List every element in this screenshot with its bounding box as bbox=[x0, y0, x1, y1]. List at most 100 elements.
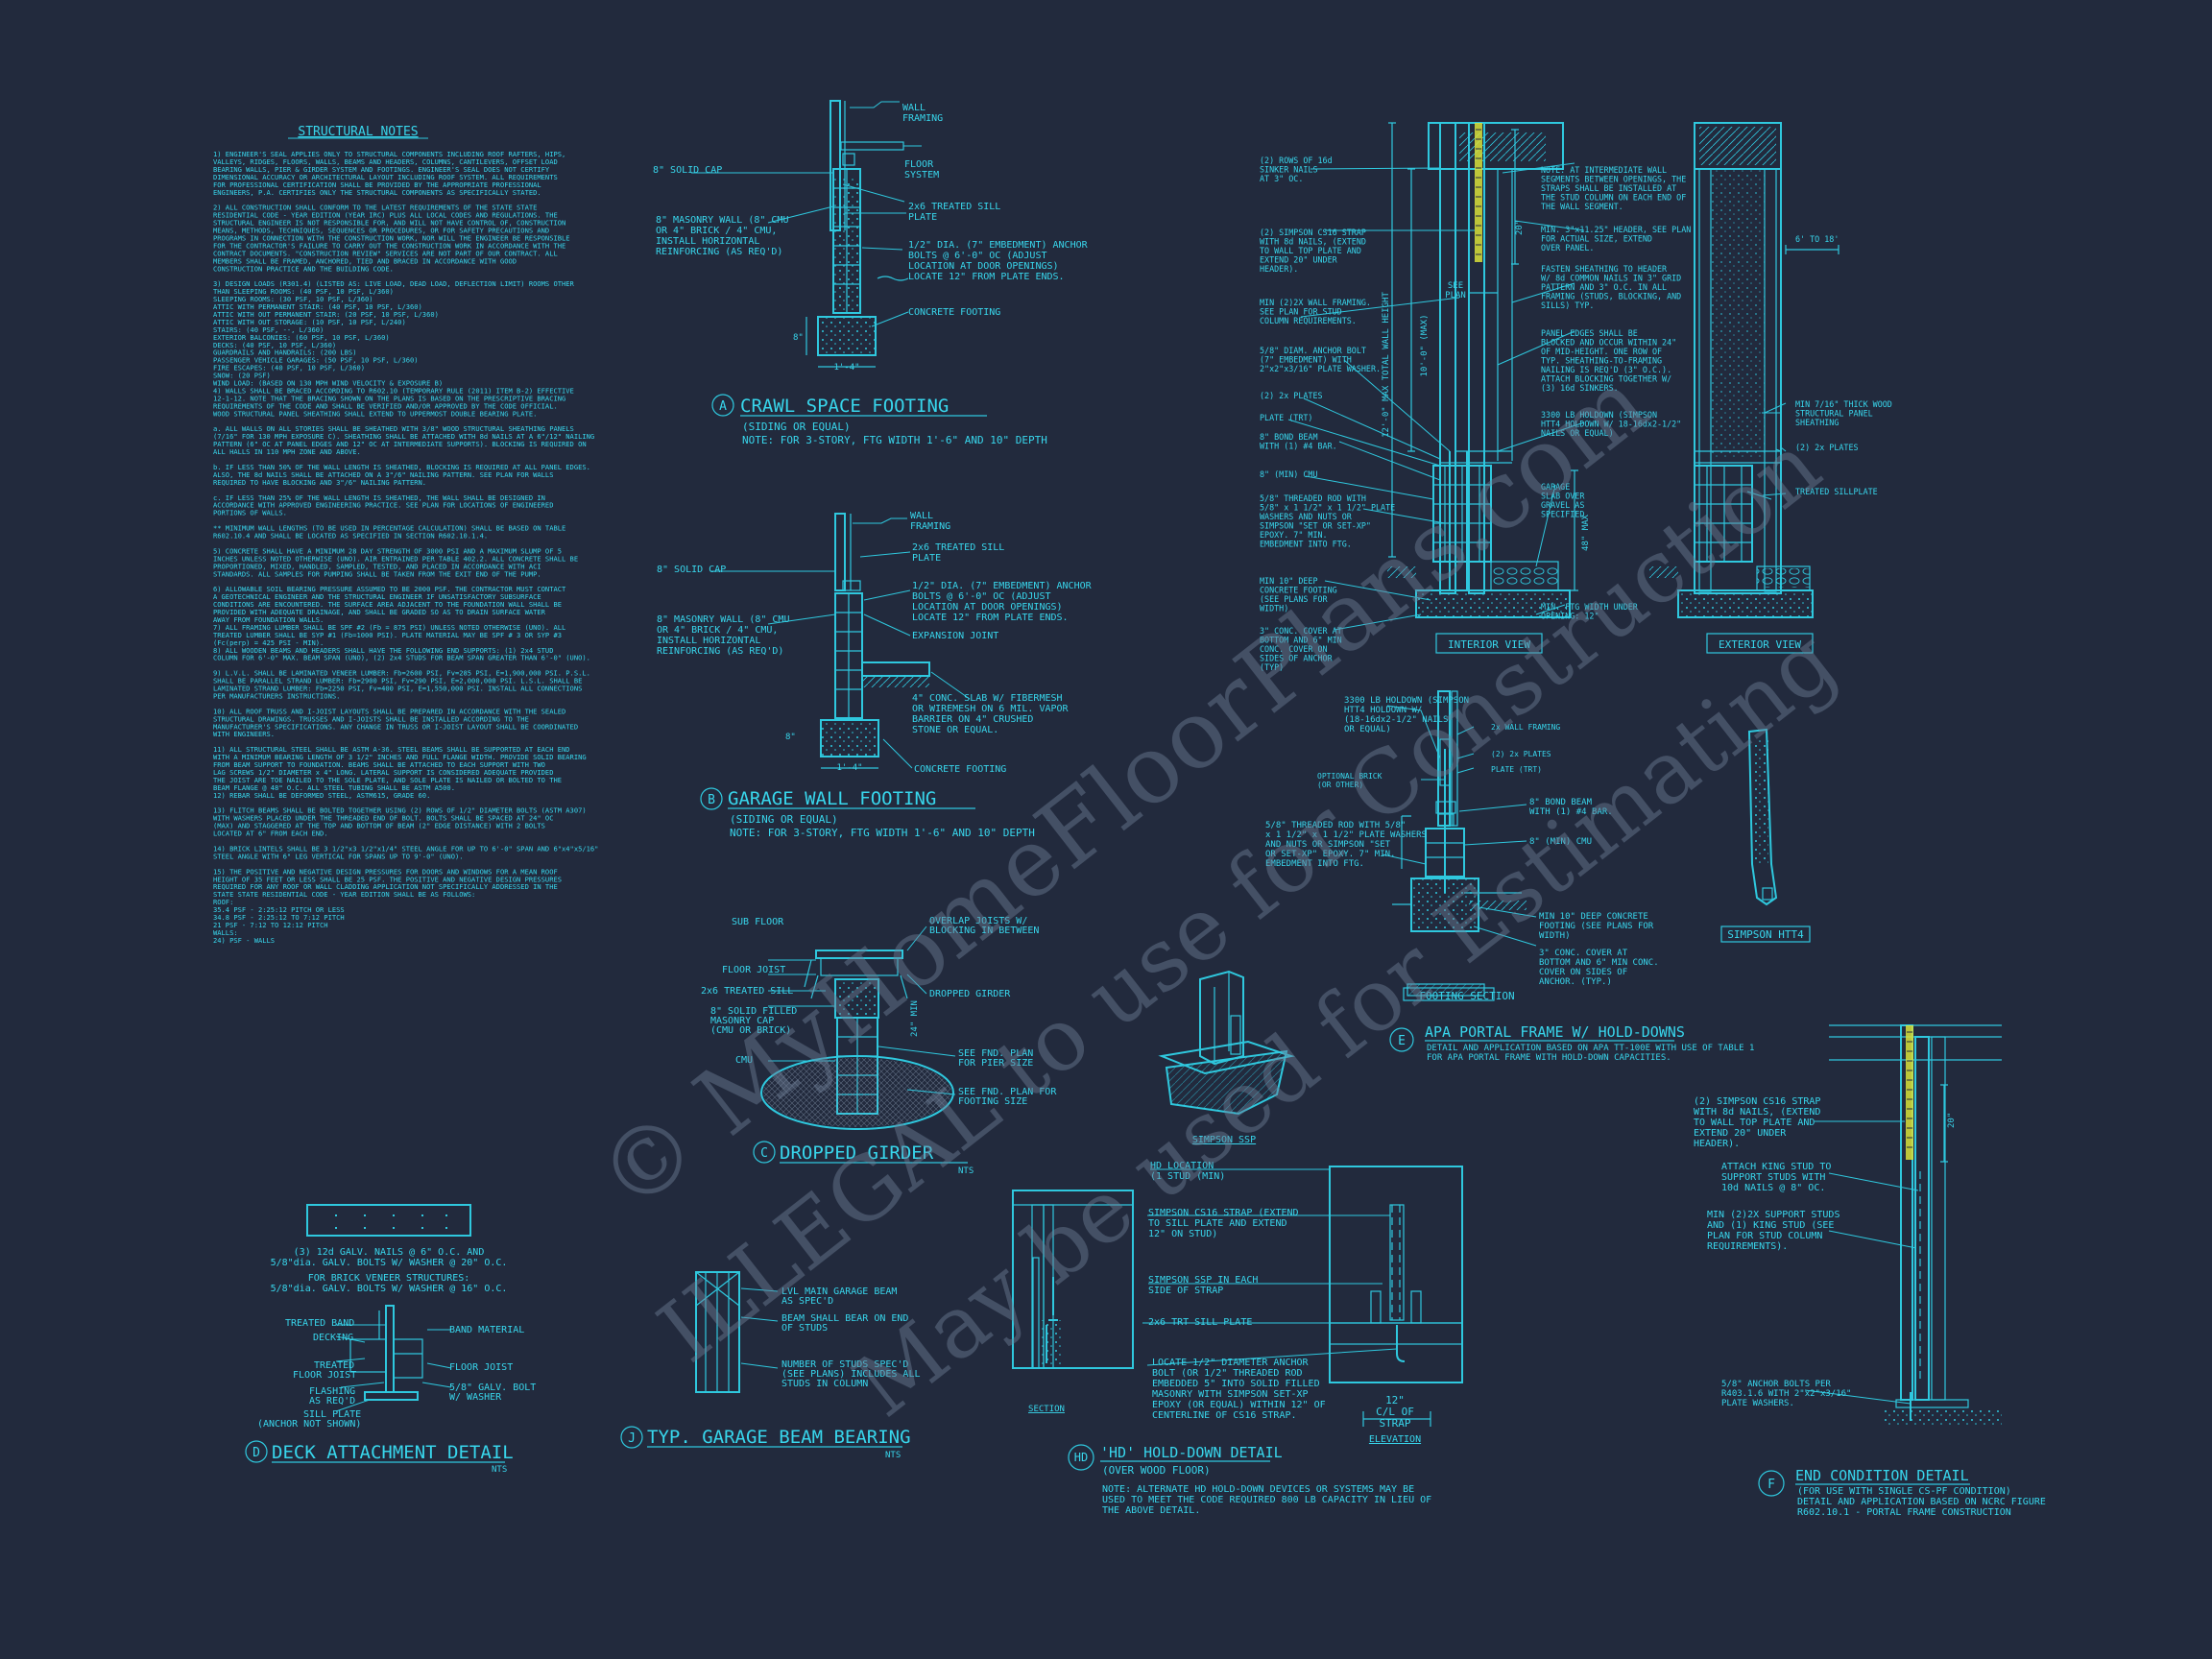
detail-c-dropped-girder: SUB FLOOR FLOOR JOIST 2x6 TREATED SILL 8… bbox=[701, 916, 1057, 1176]
watermark: © MyHomeFloorPlans.com ILLEGAL to use fo… bbox=[578, 349, 1854, 1436]
notes-line: STATE STATE RESIDENTIAL CODE - YEAR EDIT… bbox=[213, 890, 475, 899]
dim-height: 12'-0" MAX TOTAL WALL HEIGHT bbox=[1382, 292, 1391, 438]
detail-letter-f: F bbox=[1767, 1478, 1775, 1492]
notes-line: TREATED LUMBER SHALL BE SYP #1 (Fb=1000 … bbox=[213, 631, 562, 639]
label-rod-e: 5/8" THREADED ROD WITH 5/8"x 1 1/2" x 1 … bbox=[1265, 821, 1427, 869]
notes-line: A GEOTECHNICAL ENGINEER AND THE STRUCTUR… bbox=[213, 592, 541, 601]
notes-line: 13) FLITCH BEAMS SHALL BE BOLTED TOGETHE… bbox=[213, 806, 587, 815]
notes-line: 4) WALLS SHALL BE BRACED ACCORDING TO R6… bbox=[213, 386, 574, 395]
notes-line: INCHES UNLESS NOTED OTHERWISE (UNO). AIR… bbox=[213, 554, 578, 563]
interior-view-label-box bbox=[1435, 633, 1543, 654]
detail-sub-hd: (OVER WOOD FLOOR) bbox=[1102, 1464, 1211, 1477]
label-treated-band: TREATED BAND bbox=[285, 1318, 354, 1329]
nails-line2: 5/8"dia. GALV. BOLTS W/ WASHER @ 20" O.C… bbox=[271, 1258, 508, 1268]
notes-line: CONSTRUCTION PRACTICE AND THE BUILDING C… bbox=[213, 264, 394, 273]
nts-j: NTS bbox=[885, 1451, 901, 1460]
label-sub-floor: SUB FLOOR bbox=[732, 917, 784, 927]
notes-line: PORTIONS OF WALLS. bbox=[213, 509, 287, 517]
detail-marker-d bbox=[245, 1440, 268, 1463]
detail-sub-a: (SIDING OR EQUAL) bbox=[742, 421, 851, 433]
notes-line: LAMINATED STRAND LUMBER: Fb=2250 PSI, Fv… bbox=[213, 685, 582, 693]
htt4-label-box bbox=[1720, 926, 1811, 943]
notes-line: PROGRAMS IN CONNECTION WITH THE CONSTRUC… bbox=[213, 233, 570, 242]
notes-line: c. IF LESS THAN 25% OF THE WALL LENGTH I… bbox=[213, 493, 545, 502]
detail-marker-f bbox=[1758, 1470, 1785, 1497]
notes-line: 11) ALL STRUCTURAL STEEL SHALL BE ASTM A… bbox=[213, 745, 570, 754]
notes-line: PROVIDED WITH ADEQUATE DRAINAGE, AND SHA… bbox=[213, 608, 546, 616]
nts-c: NTS bbox=[958, 1166, 974, 1176]
notes-line: 6) ALLOWABLE SOIL BEARING PRESSURE ASSUM… bbox=[213, 585, 566, 593]
notes-line: 8) ALL WOODEN BEAMS AND HEADERS SHALL HA… bbox=[213, 646, 553, 655]
hd-elevation-frame bbox=[1329, 1166, 1463, 1383]
detail-d-deck-attachment: (3) 12d GALV. NAILS @ 6" O.C. AND 5/8"di… bbox=[245, 1204, 536, 1475]
brick-line2: 5/8"dia. GALV. BOLTS W/ WASHER @ 16" O.C… bbox=[271, 1284, 508, 1294]
dim-max: 10'-0" (MAX) bbox=[1420, 314, 1430, 376]
detail-title-d: DECK ATTACHMENT DETAIL bbox=[272, 1442, 514, 1463]
notes-line: 15) THE POSITIVE AND NEGATIVE DESIGN PRE… bbox=[213, 867, 558, 876]
notes-line: 2) ALL CONSTRUCTION SHALL CONFORM TO THE… bbox=[213, 204, 537, 212]
notes-line: MEANS, METHODS, TECHNIQUES, SEQUENCES OR… bbox=[213, 227, 549, 235]
portal-left-note: MIN (2)2X WALL FRAMING.SEE PLAN FOR STUD… bbox=[1260, 298, 1371, 325]
notes-line: PASSENGER VEHICLE GARAGES: (50 PSF, 10 P… bbox=[213, 356, 419, 365]
notes-line: VALLEYS, RIDGES, FLOORS, WALLS, BEAMS AN… bbox=[213, 157, 558, 166]
dim-width-b: 1'-4" bbox=[836, 763, 862, 773]
portal-left-note: PLATE (TRT) bbox=[1260, 413, 1312, 422]
hd-section-frame bbox=[1012, 1190, 1134, 1369]
detail-title-a: CRAWL SPACE FOOTING bbox=[740, 396, 949, 417]
notes-line: CONDITIONS ARE ENCOUNTERED. THE SURFACE … bbox=[213, 600, 562, 609]
label-footing-b: CONCRETE FOOTING bbox=[914, 764, 1006, 775]
label-expansion: EXPANSION JOINT bbox=[912, 631, 998, 641]
detail-title-c: DROPPED GIRDER bbox=[780, 1142, 934, 1164]
dim-20: 20" bbox=[1515, 220, 1525, 235]
detail-letter-hd: HD bbox=[1074, 1451, 1088, 1464]
notes-line: 3) DESIGN LOADS (R301.4) (LISTED AS: LIV… bbox=[213, 279, 575, 288]
portal-right-note: (2) 2x PLATES bbox=[1795, 443, 1859, 452]
detail-title-e: APA PORTAL FRAME W/ HOLD-DOWNS bbox=[1425, 1023, 1685, 1041]
brick-line1: FOR BRICK VENEER STRUCTURES: bbox=[308, 1273, 470, 1284]
detail-title-hd: 'HD' HOLD-DOWN DETAIL bbox=[1100, 1444, 1283, 1461]
notes-line: 9) L.V.L. SHALL BE LAMINATED VENEER LUMB… bbox=[213, 669, 590, 678]
notes-line: ATTIC WITH OUT STORAGE: (10 PSF, 10 PSF,… bbox=[213, 318, 406, 326]
strap-yellow-f bbox=[1906, 1025, 1913, 1160]
portal-right-note: 6' TO 18' bbox=[1795, 234, 1839, 244]
label-overlap: OVERLAP JOISTS W/BLOCKING IN BETWEEN bbox=[929, 916, 1039, 936]
notes-line: STAIRS: (40 PSF, --, L/360) bbox=[213, 325, 324, 334]
notes-line: MANUFACTURER'S SPECIFICATIONS. ANY CHANG… bbox=[213, 722, 578, 731]
detail-letter-d: D bbox=[252, 1446, 260, 1460]
label-solid-cap: 8" SOLID CAP bbox=[653, 165, 722, 176]
detail-title-j: TYP. GARAGE BEAM BEARING bbox=[647, 1427, 911, 1448]
label-elevation: ELEVATION bbox=[1369, 1434, 1421, 1445]
detail-letter-a: A bbox=[719, 399, 727, 414]
detail-sub-f: (FOR USE WITH SINGLE CS-PF CONDITION)DET… bbox=[1797, 1486, 2046, 1518]
label-footing: CONCRETE FOOTING bbox=[908, 307, 1000, 318]
portal-frame-exterior-view: EXTERIOR VIEW 6' TO 18'MIN 7/16" THICK W… bbox=[1649, 122, 1892, 654]
notes-line: 24) PSF - WALLS bbox=[213, 936, 275, 945]
notes-line: ** MINIMUM WALL LENGTHS (TO BE USED IN P… bbox=[213, 524, 565, 533]
notes-line: WITH ENGINEERS. bbox=[213, 730, 275, 738]
label-htt4: SIMPSON HTT4 bbox=[1727, 928, 1804, 941]
dim-f: 20" bbox=[1947, 1113, 1957, 1128]
notes-line: LAG SCREWS 1/2" DIAMETER x 4" LONG. LATE… bbox=[213, 768, 553, 777]
portal-right-note: TREATED SILLPLATE bbox=[1795, 487, 1878, 496]
notes-line: CONTRACT DOCUMENTS. "CONSTRUCTION REVIEW… bbox=[213, 249, 558, 257]
masonry-wall bbox=[832, 168, 861, 314]
